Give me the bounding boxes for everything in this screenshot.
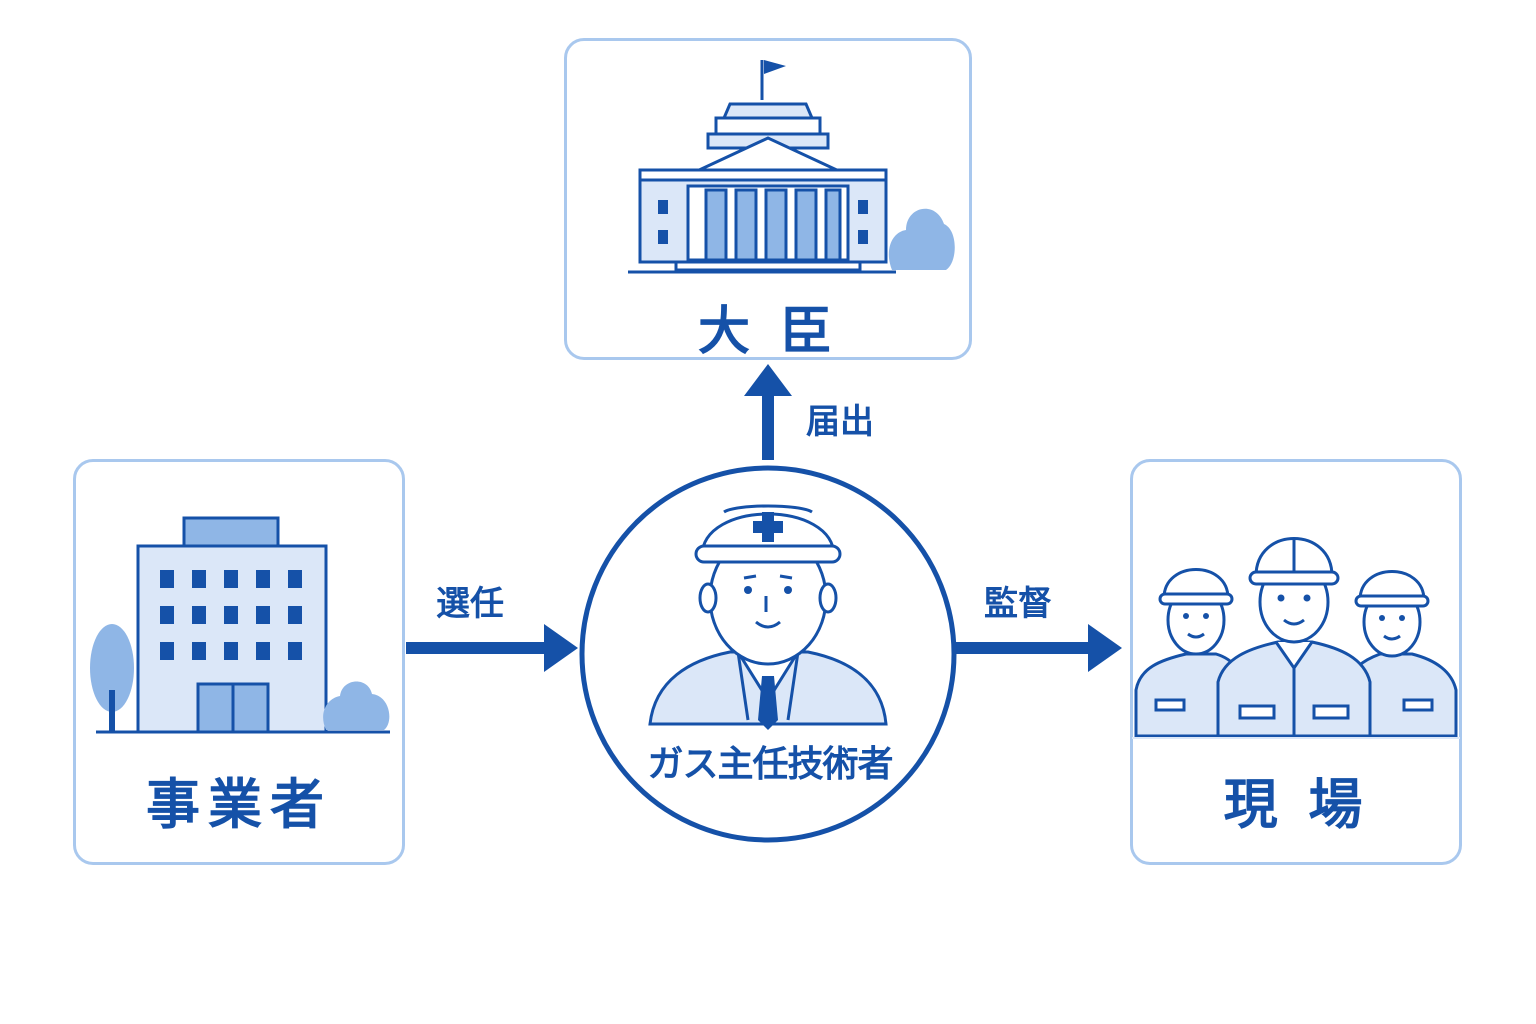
tree-icon <box>90 624 134 732</box>
minister-label: 大 臣 <box>697 302 839 362</box>
operator-label: 事業者 <box>146 773 332 836</box>
supervise-label: 監督 <box>984 584 1052 624</box>
appoint-label: 選任 <box>436 584 504 624</box>
arrow-appoint <box>406 624 578 672</box>
bush-icon-2 <box>323 681 390 730</box>
office-building-icon <box>96 516 390 734</box>
bush-icon <box>888 208 955 270</box>
government-building-icon <box>628 60 896 274</box>
minister-box: 大 臣 <box>564 38 972 362</box>
arrow-notify <box>744 364 792 460</box>
notify-label: 届出 <box>806 402 874 442</box>
site-label: 現 場 <box>1223 773 1369 836</box>
engineer-label: ガス主任技術者 <box>647 744 893 785</box>
workers-group-icon <box>1132 537 1460 739</box>
engineer-icon <box>648 504 888 730</box>
arrow-supervise <box>954 624 1122 672</box>
